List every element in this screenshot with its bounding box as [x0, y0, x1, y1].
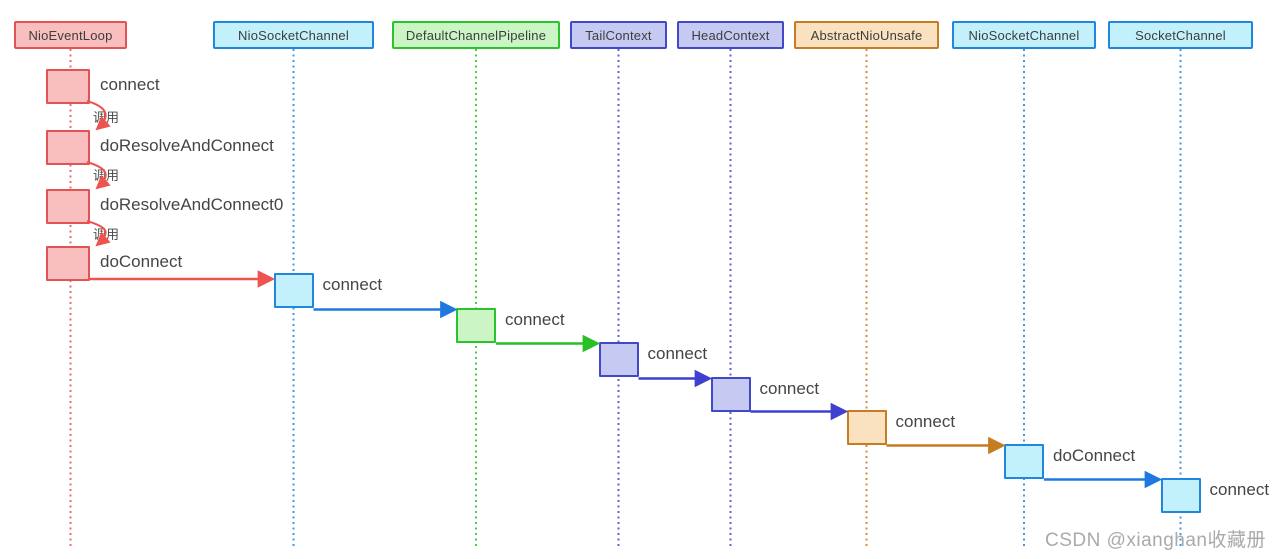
- call-label: connect: [1209, 480, 1270, 499]
- actor-label: NioSocketChannel: [968, 27, 1080, 43]
- activation-connect-3: [710, 377, 751, 412]
- call-label: connect: [895, 412, 956, 431]
- call-label: doConnect: [1053, 446, 1136, 465]
- call-label: connect: [759, 379, 820, 398]
- actor-label: TailContext: [585, 27, 652, 43]
- actor-label: DefaultChannelPipeline: [405, 27, 547, 43]
- activation-doconnect-5: [1004, 444, 1044, 479]
- actor-box-nioeventloop-0: NioEventLoop: [14, 21, 127, 49]
- activation-connect-4: [846, 410, 887, 445]
- actor-box-headcontext-4: HeadContext: [677, 21, 784, 49]
- actor-box-niosocketchannel-6: NioSocketChannel: [952, 21, 1096, 49]
- activation-connect-0: [273, 273, 314, 308]
- activation-connect: [46, 69, 90, 104]
- activation-doconnect: [46, 246, 90, 281]
- call-label: connect: [505, 310, 565, 329]
- call-note: 调用: [93, 168, 120, 183]
- watermark: CSDN @xianghan收藏册: [1044, 530, 1266, 551]
- actor-label: AbstractNioUnsafe: [810, 27, 923, 43]
- self-call-label: doConnect: [100, 252, 183, 271]
- call-note: 调用: [93, 227, 120, 242]
- actor-box-tailcontext-3: TailContext: [570, 21, 667, 49]
- call-note: 调用: [93, 110, 120, 125]
- actor-label: SocketChannel: [1135, 27, 1226, 43]
- call-label: connect: [647, 344, 708, 363]
- actor-box-niosocketchannel-1: NioSocketChannel: [213, 21, 374, 49]
- activation-connect-1: [456, 308, 496, 343]
- self-call-label: doResolveAndConnect: [100, 136, 274, 155]
- actor-box-defaultchannelpipeline-2: DefaultChannelPipeline: [392, 21, 560, 49]
- actor-label: HeadContext: [691, 27, 770, 43]
- actor-box-abstractniounsafe-5: AbstractNioUnsafe: [794, 21, 939, 49]
- activation-doresolveandconnect: [46, 130, 90, 165]
- activation-connect-2: [598, 342, 639, 377]
- actor-box-socketchannel-7: SocketChannel: [1108, 21, 1253, 49]
- self-call-label: connect: [100, 75, 160, 94]
- self-call-label: doResolveAndConnect0: [100, 195, 284, 214]
- actor-label: NioEventLoop: [28, 27, 113, 43]
- activation-doresolveandconnect0: [46, 189, 90, 224]
- call-label: connect: [322, 275, 383, 294]
- actor-label: NioSocketChannel: [238, 27, 349, 43]
- activation-connect-6: [1160, 478, 1201, 513]
